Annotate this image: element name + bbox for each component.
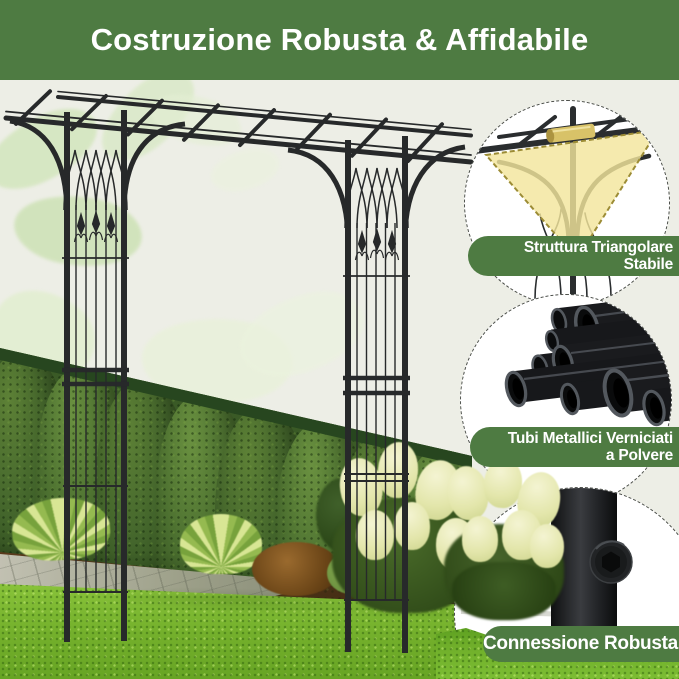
hex-socket-bolt bbox=[589, 540, 634, 585]
spear-finials bbox=[354, 227, 400, 261]
hosta-plant bbox=[180, 514, 262, 574]
feature-label-line1: Tubi Metallici Verniciati bbox=[507, 430, 673, 447]
hydrangea-bush-foreground bbox=[444, 456, 566, 623]
arch-top-grid bbox=[3, 89, 474, 165]
triangle-highlight bbox=[484, 129, 661, 262]
arch-left-column bbox=[9, 110, 186, 642]
banner: Costruzione Robusta & Affidabile bbox=[0, 0, 679, 80]
banner-title: Costruzione Robusta & Affidabile bbox=[90, 22, 589, 57]
feature-label-line2: Stabile bbox=[623, 256, 674, 273]
metal-tubes-illustration bbox=[505, 295, 671, 427]
feature-label-line1: Connessione Robusta bbox=[483, 633, 678, 654]
connector-sleeve bbox=[546, 124, 596, 144]
feature-label-connection: Connessione Robusta bbox=[483, 626, 679, 662]
feature-label-line1: Struttura Triangolare bbox=[523, 239, 673, 256]
arch-right-column bbox=[287, 136, 466, 653]
feature-label-metal-tubes: Tubi Metallici Verniciati a Polvere bbox=[470, 427, 679, 467]
feature-label-line2: a Polvere bbox=[605, 447, 673, 464]
feature-label-triangular-structure: Struttura Triangolare Stabile bbox=[468, 236, 679, 276]
spear-finials bbox=[73, 209, 119, 243]
red-leaf-bush bbox=[252, 542, 340, 596]
